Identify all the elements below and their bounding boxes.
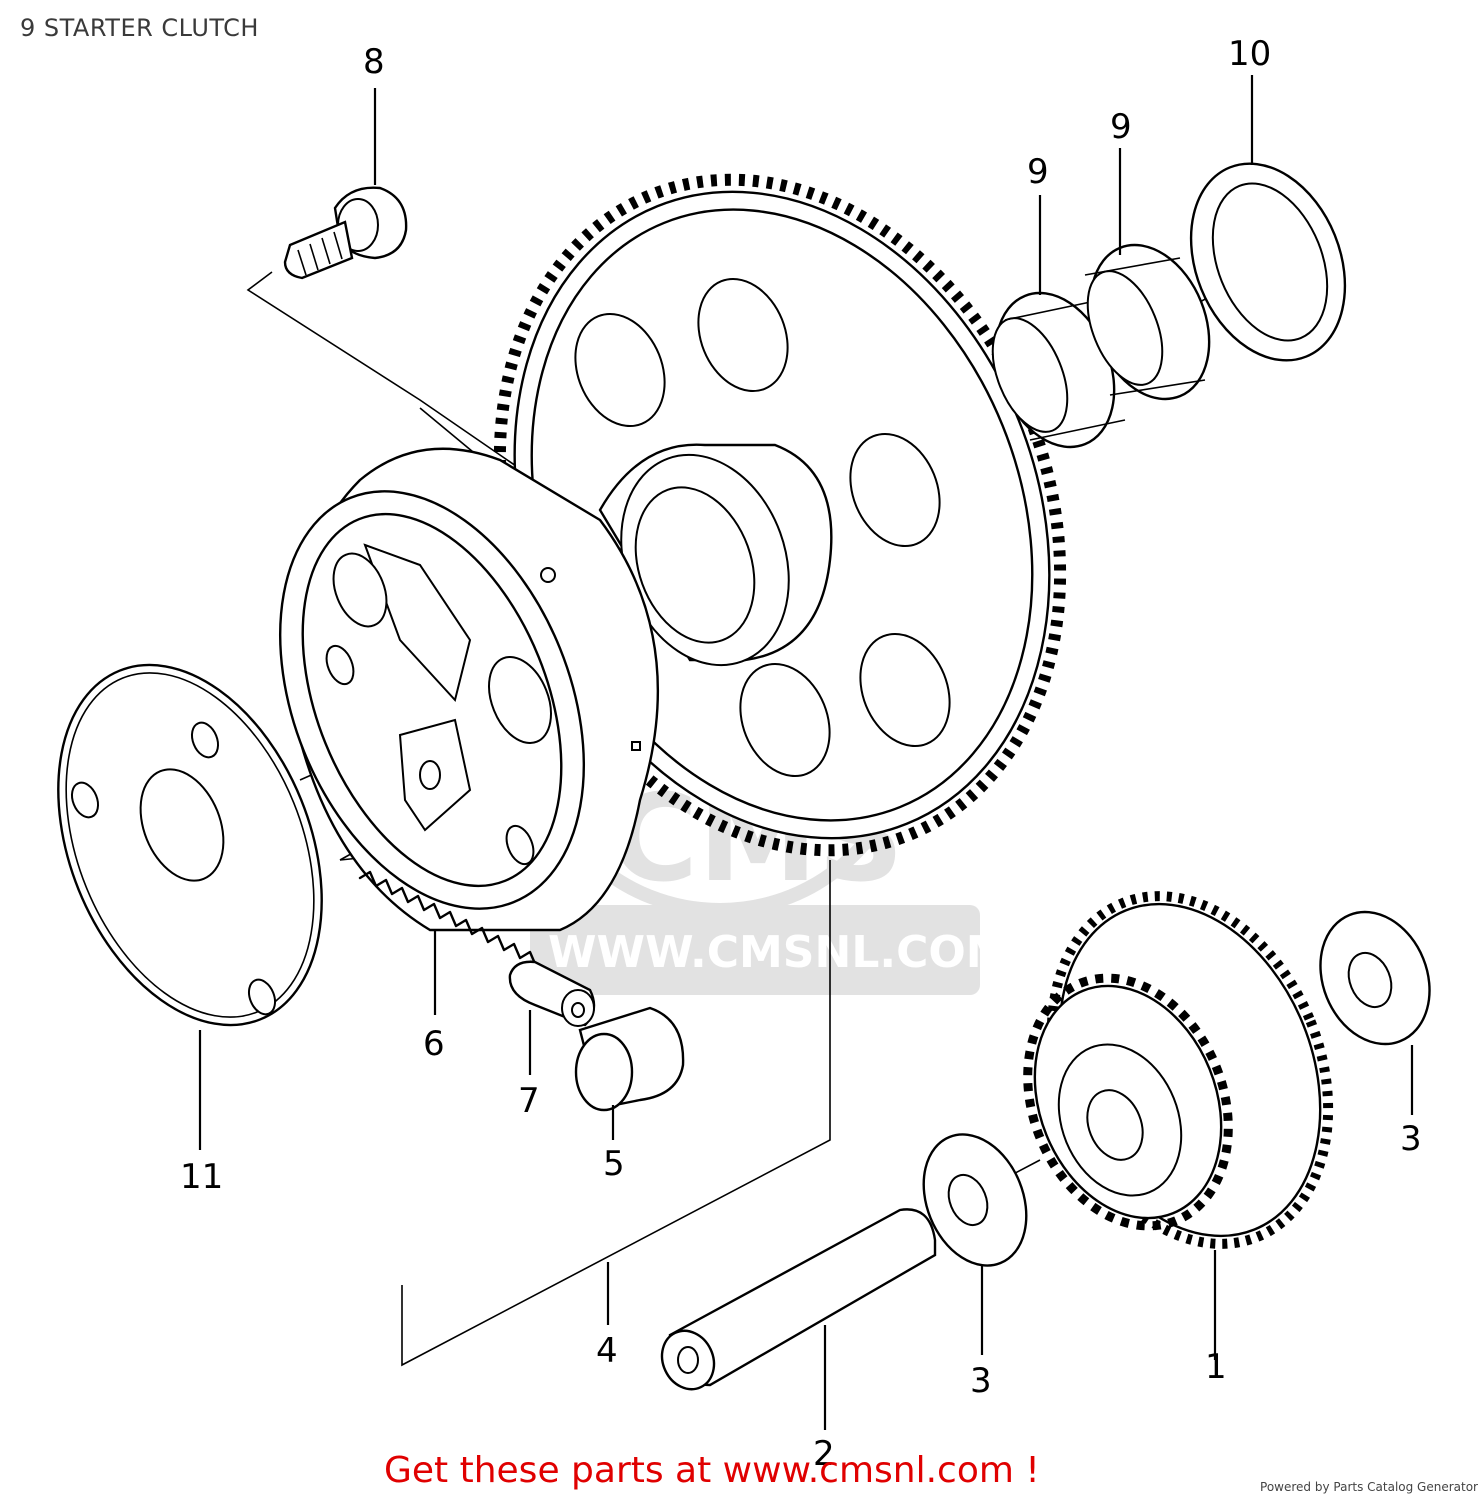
callout-part-9-left: 9 bbox=[1027, 152, 1049, 192]
callout-part-11: 11 bbox=[180, 1157, 223, 1197]
callout-part-3-lower: 3 bbox=[970, 1361, 992, 1401]
washer-left bbox=[922, 1133, 1028, 1267]
plunger-cap bbox=[508, 960, 596, 1027]
clutch-body bbox=[279, 447, 659, 932]
needle-bearing-1 bbox=[991, 291, 1126, 449]
spring bbox=[358, 870, 538, 968]
callout-part-1: 1 bbox=[1205, 1347, 1227, 1387]
cta-link[interactable]: Get these parts at www.cmsnl.com ! bbox=[384, 1450, 1040, 1491]
idle-shaft bbox=[660, 1208, 937, 1391]
callout-leaders bbox=[198, 75, 1414, 1430]
washer-right bbox=[1319, 910, 1431, 1046]
watermark-url: WWW.CMSNL.COM bbox=[548, 927, 1010, 978]
roller bbox=[574, 1006, 685, 1112]
callout-part-2: 2 bbox=[813, 1434, 835, 1474]
callout-part-9-right: 9 bbox=[1110, 107, 1132, 147]
callouts: 1 2 3 3 3 4 5 6 7 8 9 9 10 11 bbox=[180, 34, 1422, 1474]
bolt bbox=[283, 186, 408, 280]
callout-part-6: 6 bbox=[423, 1024, 445, 1064]
callout-part-5: 5 bbox=[603, 1144, 625, 1184]
clutch-plate bbox=[57, 663, 323, 1027]
needle-bearing-2 bbox=[1084, 243, 1211, 401]
callout-part-7: 7 bbox=[518, 1081, 540, 1121]
callout-part-8: 8 bbox=[363, 42, 385, 82]
retainer-washer bbox=[1189, 162, 1347, 362]
powered-by-text: Powered by Parts Catalog Generator bbox=[1260, 1480, 1478, 1494]
callout-part-4: 4 bbox=[596, 1331, 618, 1371]
callout-part-10: 10 bbox=[1228, 34, 1271, 74]
page-title: 9 STARTER CLUTCH bbox=[20, 14, 259, 42]
idle-gear bbox=[1023, 891, 1334, 1249]
callout-part-3-right: 3 bbox=[1400, 1119, 1422, 1159]
